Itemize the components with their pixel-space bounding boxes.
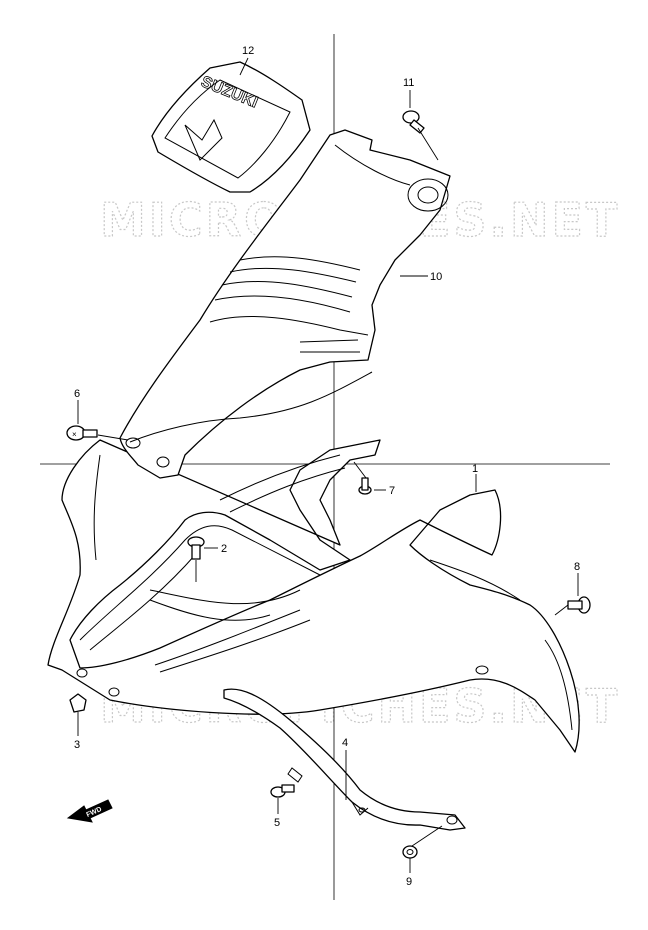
bracket-part-4 — [223, 688, 466, 831]
svg-text:×: × — [72, 430, 77, 439]
callout-1: 1 — [472, 463, 478, 475]
callout-11: 11 — [403, 77, 414, 89]
screw-part-7 — [358, 477, 372, 495]
nut-part-3 — [69, 693, 87, 713]
leader-12 — [239, 57, 249, 76]
bolt-part-2 — [187, 536, 205, 560]
bolt-part-5 — [270, 784, 295, 798]
fwd-label: FWD — [85, 806, 102, 819]
callout-9: 9 — [406, 876, 412, 888]
leader-8-fit — [554, 604, 569, 616]
leader-9-fit — [411, 825, 443, 847]
callout-7: 7 — [389, 485, 395, 497]
bolt-part-6: × — [66, 425, 98, 441]
callout-12: 12 — [242, 45, 254, 57]
callout-5: 5 — [274, 817, 280, 829]
bolt-part-8 — [567, 596, 591, 614]
headlight-cover-part-10 — [119, 129, 451, 479]
fwd-arrow-icon: FWD — [66, 799, 113, 823]
callout-4: 4 — [342, 737, 348, 749]
bolt-part-11 — [402, 110, 425, 134]
callout-3: 3 — [74, 739, 80, 751]
callout-2: 2 — [221, 543, 227, 555]
leader-7-fit — [353, 461, 367, 479]
callout-10: 10 — [430, 271, 442, 283]
front-fender-part-1 — [47, 439, 580, 753]
nut-part-9 — [402, 845, 418, 859]
leader-6-fit — [97, 434, 129, 441]
leader-11-fit — [417, 127, 439, 161]
callout-8: 8 — [574, 561, 580, 573]
callout-6: 6 — [74, 388, 80, 400]
emblem-part-12: SUZUKI — [151, 61, 311, 193]
